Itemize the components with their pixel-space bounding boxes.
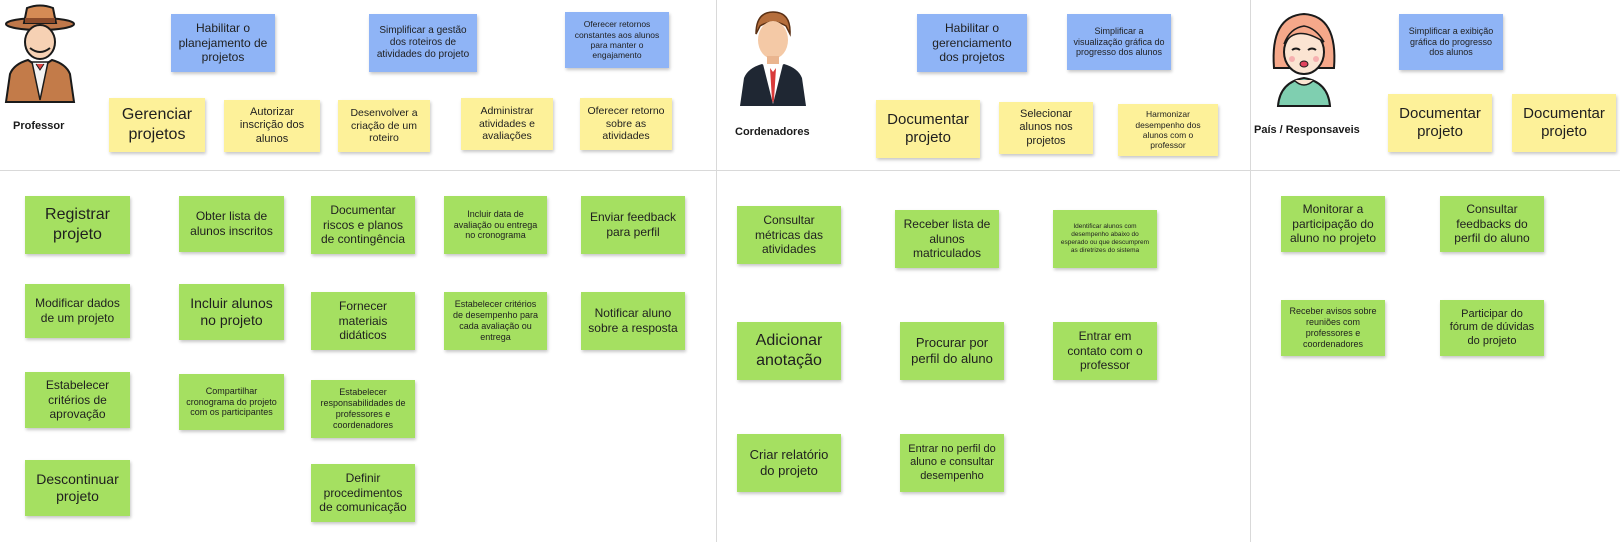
note-activity[interactable]: Administrar atividades e avaliações <box>461 98 553 150</box>
note-activity[interactable]: Gerenciar projetos <box>109 98 205 152</box>
note-task[interactable]: Receber lista de alunos matriculados <box>895 210 999 268</box>
cowboy-professor-icon <box>2 4 78 104</box>
note-task[interactable]: Estabelecer critérios de aprovação <box>25 372 130 428</box>
note-task[interactable]: Enviar feedback para perfil <box>581 196 685 254</box>
note-task[interactable]: Procurar por perfil do aluno <box>900 322 1004 380</box>
note-task[interactable]: Definir procedimentos de comunicação <box>311 464 415 522</box>
businessman-icon <box>738 8 808 108</box>
note-task[interactable]: Monitorar a participação do aluno no pro… <box>1281 196 1385 252</box>
note-task[interactable]: Identificar alunos com desempenho abaixo… <box>1053 210 1157 268</box>
note-goal[interactable]: Habilitar o gerenciamento dos projetos <box>917 14 1027 72</box>
horizontal-divider <box>0 170 1620 171</box>
note-task[interactable]: Estabelecer critérios de desempenho para… <box>444 292 547 350</box>
note-task[interactable]: Incluir data de avaliação ou entrega no … <box>444 196 547 254</box>
note-task[interactable]: Consultar métricas das atividades <box>737 206 841 264</box>
vertical-divider-1 <box>716 0 717 542</box>
note-task[interactable]: Participar do fórum de dúvidas do projet… <box>1440 300 1544 356</box>
note-task[interactable]: Registrar projeto <box>25 196 130 254</box>
note-goal[interactable]: Habilitar o planejamento de projetos <box>171 14 275 72</box>
note-task[interactable]: Fornecer materiais didáticos <box>311 292 415 350</box>
woman-icon <box>1266 8 1342 108</box>
note-goal[interactable]: Simplificar a gestão dos roteiros de ati… <box>369 14 477 72</box>
note-task[interactable]: Incluir alunos no projeto <box>179 284 284 340</box>
note-activity[interactable]: Documentar projeto <box>876 100 980 158</box>
note-task[interactable]: Entrar em contato com o professor <box>1053 322 1157 380</box>
note-goal[interactable]: Simplificar a visualização gráfica do pr… <box>1067 14 1171 70</box>
note-activity[interactable]: Desenvolver a criação de um roteiro <box>338 100 430 152</box>
note-task[interactable]: Entrar no perfil do aluno e consultar de… <box>900 434 1004 492</box>
note-task[interactable]: Notificar aluno sobre a resposta <box>581 292 685 350</box>
note-activity[interactable]: Harmonizar desempenho dos alunos com o p… <box>1118 104 1218 156</box>
note-task[interactable]: Consultar feedbacks do perfil do aluno <box>1440 196 1544 252</box>
note-task[interactable]: Estabelecer responsabilidades de profess… <box>311 380 415 438</box>
note-task[interactable]: Receber avisos sobre reuniões com profes… <box>1281 300 1385 356</box>
note-goal[interactable]: Oferecer retornos constantes aos alunos … <box>565 12 669 68</box>
note-task[interactable]: Obter lista de alunos inscritos <box>179 196 284 252</box>
note-activity[interactable]: Oferecer retorno sobre as atividades <box>580 98 672 150</box>
persona-label-professor: Professor <box>13 120 65 132</box>
note-task[interactable]: Compartilhar cronograma do projeto com o… <box>179 374 284 430</box>
note-activity[interactable]: Autorizar inscrição dos alunos <box>224 100 320 152</box>
note-task[interactable]: Descontinuar projeto <box>25 460 130 516</box>
note-task[interactable]: Modificar dados de um projeto <box>25 284 130 338</box>
persona-label-pais: País / Responsaveis <box>1254 124 1360 136</box>
note-activity[interactable]: Documentar projeto <box>1512 94 1616 152</box>
note-task[interactable]: Adicionar anotação <box>737 322 841 380</box>
persona-label-coordenadores: Cordenadores <box>735 126 810 138</box>
note-activity[interactable]: Selecionar alunos nos projetos <box>999 102 1093 154</box>
note-activity[interactable]: Documentar projeto <box>1388 94 1492 152</box>
note-task[interactable]: Documentar riscos e planos de contingênc… <box>311 196 415 254</box>
note-goal[interactable]: Simplificar a exibição gráfica do progre… <box>1399 14 1503 70</box>
vertical-divider-2 <box>1250 0 1251 542</box>
note-task[interactable]: Criar relatório do projeto <box>737 434 841 492</box>
